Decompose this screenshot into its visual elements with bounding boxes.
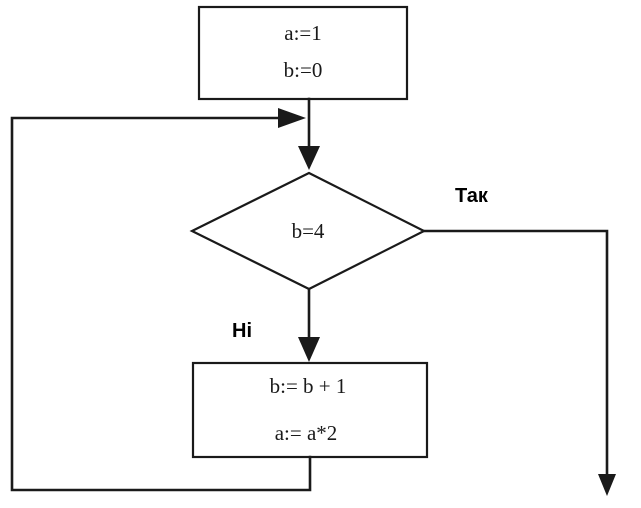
init-block-rect xyxy=(197,5,409,101)
edge-yes-exit xyxy=(422,229,609,480)
body-block: b:= b + 1 a:= a*2 xyxy=(191,361,429,459)
no-branch-label: Ні xyxy=(232,320,252,342)
init-line-2: b:=0 xyxy=(284,58,323,82)
yes-branch-label: Так xyxy=(455,185,489,207)
decision-node: b=4 xyxy=(189,171,427,291)
arrowhead-into-body xyxy=(298,337,320,362)
edge-loop-back xyxy=(10,116,312,492)
arrowhead-into-decision xyxy=(298,146,320,170)
init-line-1: a:=1 xyxy=(284,21,322,45)
body-line-2: a:= a*2 xyxy=(275,421,338,445)
decision-condition: b=4 xyxy=(292,219,325,243)
arrowhead-loop-merge xyxy=(278,108,306,128)
arrowhead-exit xyxy=(598,474,616,496)
init-block: a:=1 b:=0 xyxy=(197,5,409,101)
body-line-1: b:= b + 1 xyxy=(270,374,347,398)
